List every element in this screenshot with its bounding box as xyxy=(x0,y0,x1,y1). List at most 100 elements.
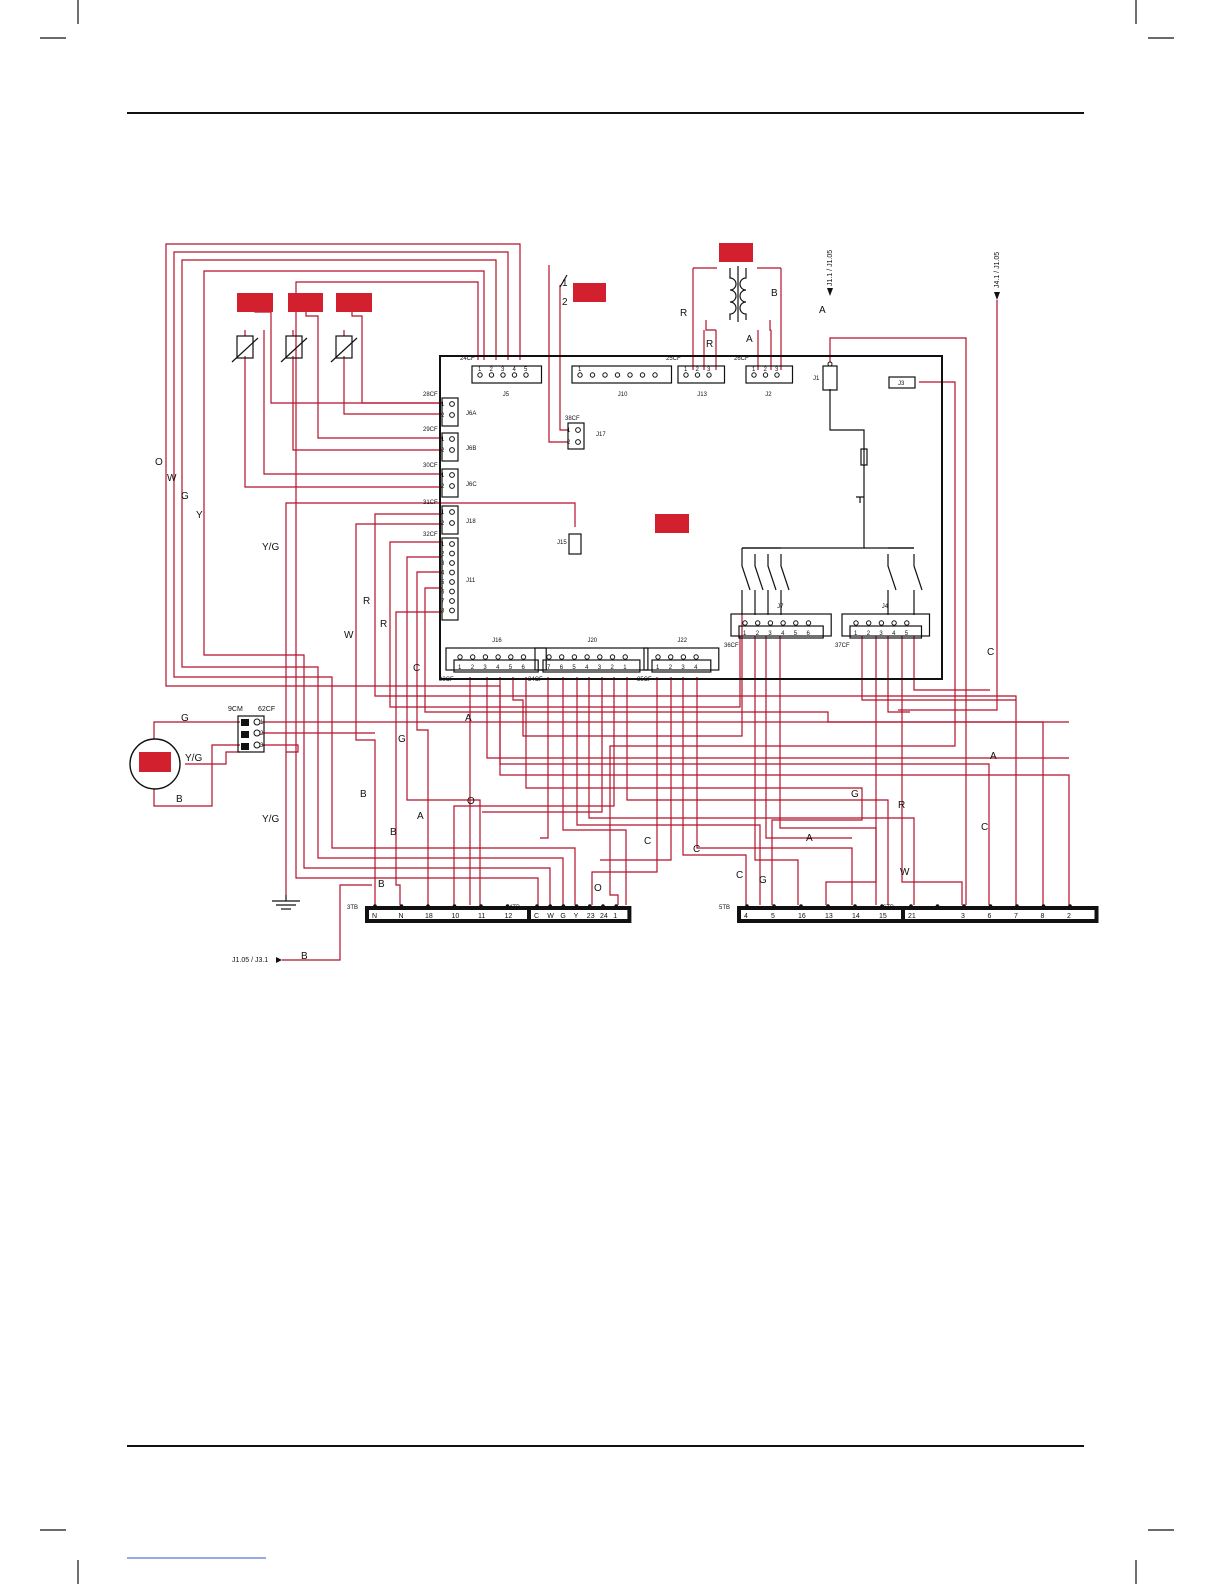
pin xyxy=(495,654,501,660)
terminal-label: 8 xyxy=(1041,913,1045,920)
pin-label: 2 xyxy=(490,367,494,373)
ref-top-a: J1.1 / J1.05 xyxy=(827,250,834,286)
terminal-label: 6 xyxy=(988,913,992,920)
pin-label: 1 xyxy=(441,510,445,516)
pin xyxy=(520,654,527,660)
pin xyxy=(449,579,455,585)
pin-label: 2 xyxy=(441,484,445,490)
pin xyxy=(511,372,518,378)
pin-label: 5 xyxy=(524,367,528,373)
terminal-screw xyxy=(1068,904,1072,908)
terminal-screw xyxy=(853,904,857,908)
connector-code: 25CF xyxy=(666,356,681,362)
pin xyxy=(449,483,455,489)
terminal-screw xyxy=(452,904,457,908)
svg-text:Y/G: Y/G xyxy=(185,753,202,764)
thermistor-sensors xyxy=(231,335,358,363)
terminal-label: N xyxy=(372,913,377,920)
connector-code: 32CF xyxy=(423,532,438,538)
terminal-label: 1 xyxy=(613,913,617,920)
wire-letters: O W G Y Y/G R R W C G A G Y/G B B O A Y/… xyxy=(155,288,997,962)
terminal-label: 11 xyxy=(478,913,485,920)
connector-code: 34CF xyxy=(528,677,543,683)
pin-label: 2 xyxy=(471,665,475,671)
pin xyxy=(449,447,455,453)
terminal-screw xyxy=(935,904,940,908)
svg-text:C: C xyxy=(987,647,994,658)
terminal-label: 21 xyxy=(908,913,916,920)
pin-label: 1 xyxy=(623,665,627,671)
pin xyxy=(477,372,483,378)
pin xyxy=(780,620,786,626)
pin xyxy=(449,607,455,614)
pin-label: 1 xyxy=(743,631,747,637)
pin xyxy=(589,372,596,378)
pin-label: 4 xyxy=(513,367,517,373)
board-internals xyxy=(741,389,923,615)
svg-text:C: C xyxy=(413,663,420,674)
svg-text:C: C xyxy=(736,870,743,881)
plug-9cm-62cf xyxy=(237,715,265,753)
terminal-label: G xyxy=(560,913,565,920)
pin xyxy=(449,560,455,566)
pin xyxy=(449,401,455,407)
ref-top-c: J4.1 / J1.05 xyxy=(994,252,1001,288)
pin-label: 1 xyxy=(441,402,445,408)
pin xyxy=(622,654,628,660)
terminal-screw xyxy=(799,904,803,908)
pin xyxy=(614,372,621,378)
ground-icon xyxy=(272,895,300,910)
pin-label: 6 xyxy=(522,665,526,671)
connector-code: 38CF xyxy=(565,416,580,422)
svg-text:B: B xyxy=(301,951,308,962)
connector-code: 24CF xyxy=(460,356,475,362)
svg-text:A: A xyxy=(465,713,472,724)
pin xyxy=(866,620,872,626)
pin-label: 1 xyxy=(441,542,445,548)
terminal-label: 16 xyxy=(798,913,806,920)
pin xyxy=(584,654,590,660)
terminal-screw xyxy=(826,904,830,908)
pin xyxy=(793,620,799,626)
pin xyxy=(523,372,529,378)
pin xyxy=(655,654,661,660)
pin-label: 2 xyxy=(669,665,673,671)
page-marks xyxy=(40,0,1174,1584)
connector-id: J22 xyxy=(677,638,687,644)
pin-label: 1 xyxy=(752,367,756,373)
terminal-label: 12 xyxy=(505,913,513,920)
pin-label: 4 xyxy=(694,665,698,671)
connector-id: J5 xyxy=(503,392,510,398)
connector-id: J16 xyxy=(492,638,502,644)
pin xyxy=(546,654,552,660)
component-tags xyxy=(237,243,753,533)
ref-bottom-b: J1.05 / J3.1 xyxy=(232,957,268,964)
svg-text:Y/G: Y/G xyxy=(262,542,279,553)
j15-label: J15 xyxy=(557,540,567,546)
pin xyxy=(449,436,455,442)
terminal-label: 5 xyxy=(771,913,775,920)
pin xyxy=(508,654,514,660)
pin-label: 3 xyxy=(768,631,772,637)
plug-pin-1: 1 xyxy=(260,720,264,726)
connector-code: 28CF xyxy=(423,392,438,398)
pin xyxy=(449,509,455,515)
pin-label: 1 xyxy=(684,367,688,373)
connector-code: 26CF xyxy=(734,356,749,362)
terminal-label: W xyxy=(547,913,554,920)
connector-id: J2 xyxy=(765,392,772,398)
connector-id: J6C xyxy=(466,482,477,488)
connector-id: J17 xyxy=(596,432,606,438)
terminal-screw xyxy=(1015,904,1019,908)
pin xyxy=(762,372,769,378)
pin-label: 1 xyxy=(441,437,445,443)
